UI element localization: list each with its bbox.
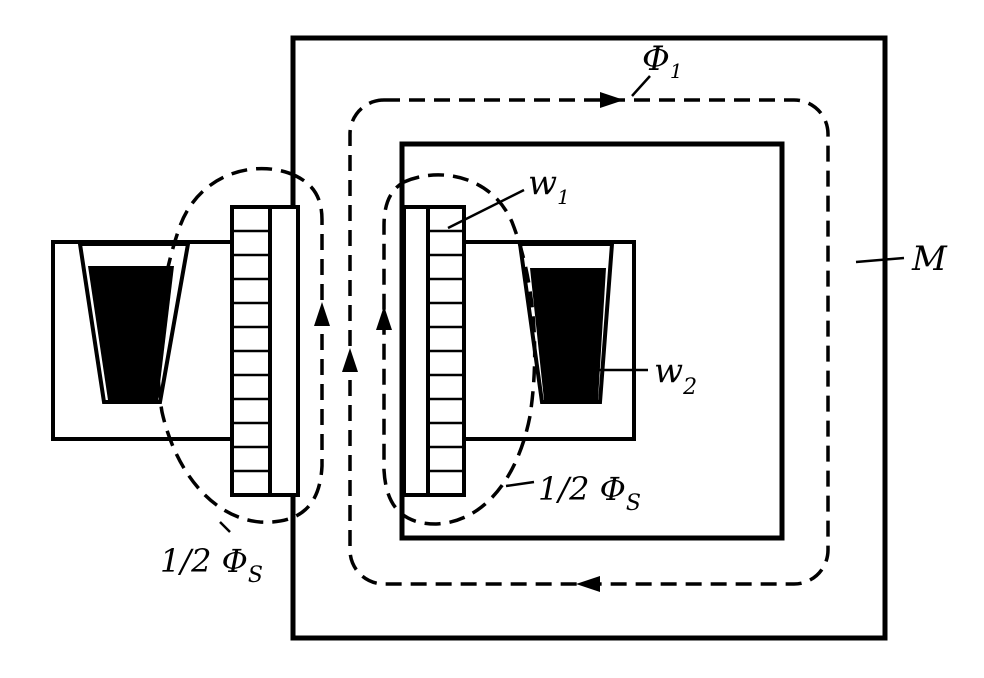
- leader-phi1: [631, 75, 651, 97]
- phi1-label: Φ1: [642, 39, 683, 83]
- flux-arrow-icon: [600, 92, 624, 108]
- leader-half-phis-right: [505, 480, 535, 488]
- core-label: M: [911, 239, 948, 279]
- right-charge: [530, 268, 606, 400]
- leader-w1: [447, 188, 525, 230]
- leader-core: [855, 256, 905, 264]
- leader-half-phis-left: [219, 521, 231, 533]
- flux-arrow-icon: [314, 302, 330, 326]
- half-phis-left-label: 1/2 ΦS: [160, 542, 263, 588]
- flux-arrow-icon: [576, 576, 600, 592]
- right-winding-turns: [428, 229, 464, 473]
- left-charge: [88, 266, 174, 400]
- left-winding-turns: [232, 229, 270, 473]
- right-leakage-flux: [382, 173, 537, 526]
- flux-arrow-icon: [342, 348, 358, 372]
- w2-label: w2: [654, 351, 697, 400]
- left-leakage-flux: [155, 166, 324, 524]
- w1-label: w1: [528, 163, 570, 209]
- flux-arrow-icon: [376, 306, 392, 330]
- half-phis-right-label: 1/2 ΦS: [538, 470, 641, 516]
